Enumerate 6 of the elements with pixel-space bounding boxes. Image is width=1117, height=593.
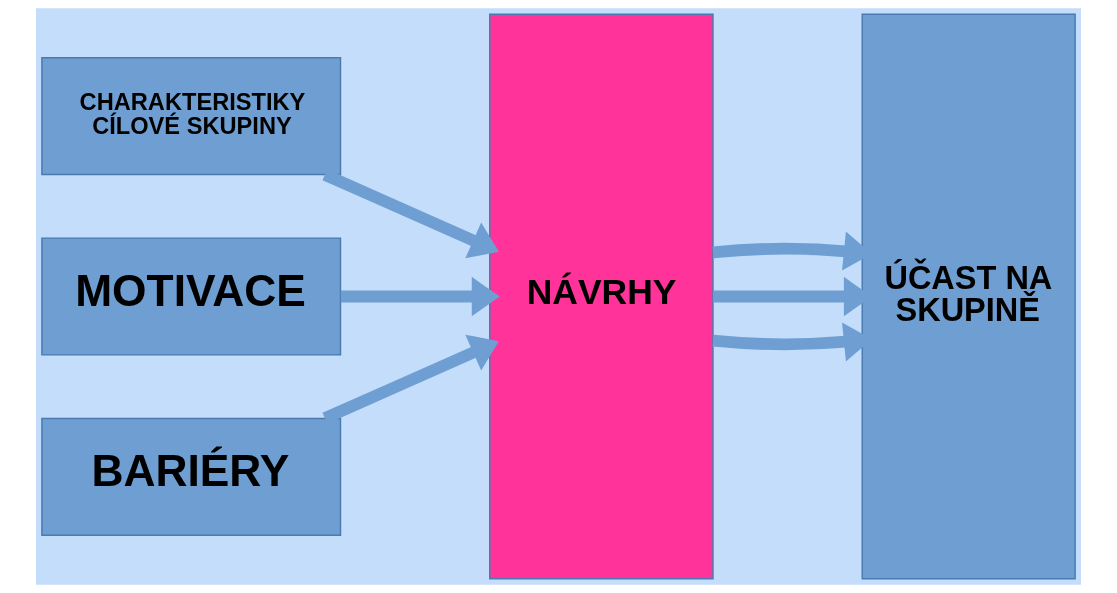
node-box: NÁVRHY (489, 13, 714, 580)
node-box: MOTIVACE (41, 237, 342, 356)
node-box: BARIÉRY (41, 417, 342, 536)
node-box: CHARAKTERISTIKY CÍLOVÉ SKUPINY (41, 57, 342, 176)
node-box: ÚČAST NA SKUPINĚ (861, 13, 1076, 580)
arrow (340, 276, 500, 317)
